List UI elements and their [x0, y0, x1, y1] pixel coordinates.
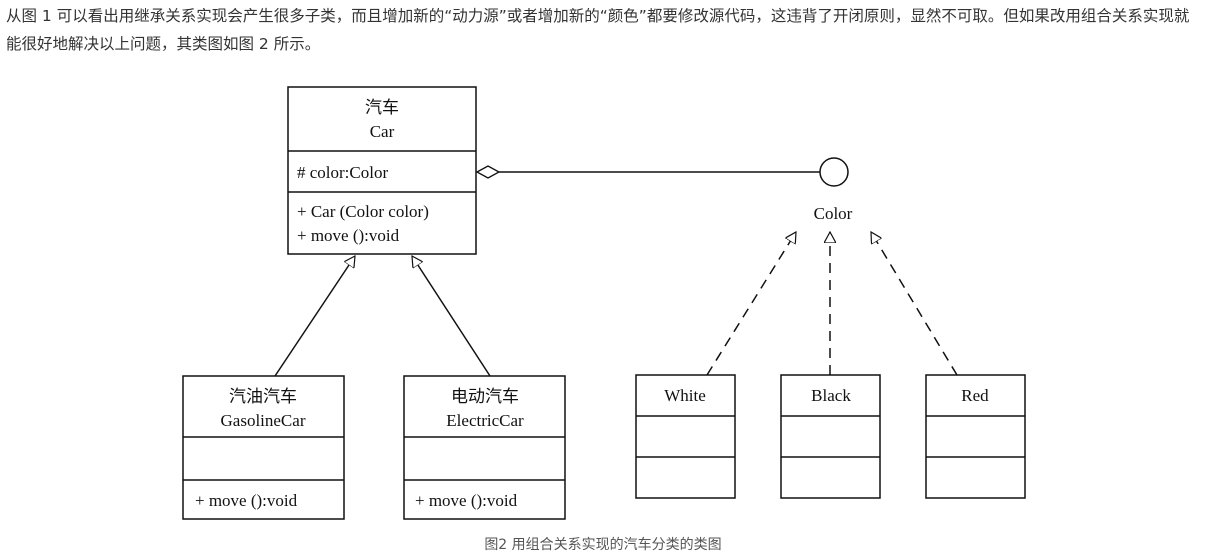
black-name: Black — [811, 386, 851, 405]
car-name-cn: 汽车 — [365, 98, 399, 117]
car-attribute: # color:Color — [297, 163, 388, 182]
electric-method-move: + move ():void — [415, 491, 518, 510]
car-class: 汽车 Car # color:Color + Car (Color color)… — [287, 86, 477, 255]
black-class: Black — [780, 374, 881, 499]
gasoline-car-class: 汽油汽车 GasolineCar + move ():void — [182, 375, 345, 520]
color-interface-label: Color — [814, 204, 853, 223]
color-interface-circle — [819, 157, 849, 187]
red-class: Red — [925, 374, 1026, 499]
intro-paragraph: 从图 1 可以看出用继承关系实现会产生很多子类，而且增加新的“动力源”或者增加新… — [6, 7, 1190, 53]
electric-name-cn: 电动汽车 — [451, 387, 519, 406]
car-name-en: Car — [370, 122, 395, 141]
aggregation-connector — [475, 157, 849, 187]
electric-inheritance-line — [412, 256, 491, 377]
white-class: White — [635, 374, 736, 499]
red-realization-line — [871, 232, 958, 376]
electric-name-en: ElectricCar — [446, 411, 524, 430]
car-method-move: + move ():void — [297, 226, 400, 245]
white-name: White — [664, 386, 706, 405]
figure-caption: 图2 用组合关系实现的汽车分类的类图 — [484, 537, 722, 553]
gasoline-name-cn: 汽油汽车 — [229, 387, 297, 406]
white-realization-line — [706, 232, 796, 376]
gasoline-inheritance-line — [274, 256, 355, 377]
car-method-constructor: + Car (Color color) — [297, 202, 429, 221]
electric-car-class: 电动汽车 ElectricCar + move ():void — [403, 375, 566, 520]
gasoline-name-en: GasolineCar — [221, 411, 306, 430]
aggregation-diamond — [475, 165, 501, 179]
gasoline-method-move: + move ():void — [195, 491, 298, 510]
red-name: Red — [961, 386, 989, 405]
